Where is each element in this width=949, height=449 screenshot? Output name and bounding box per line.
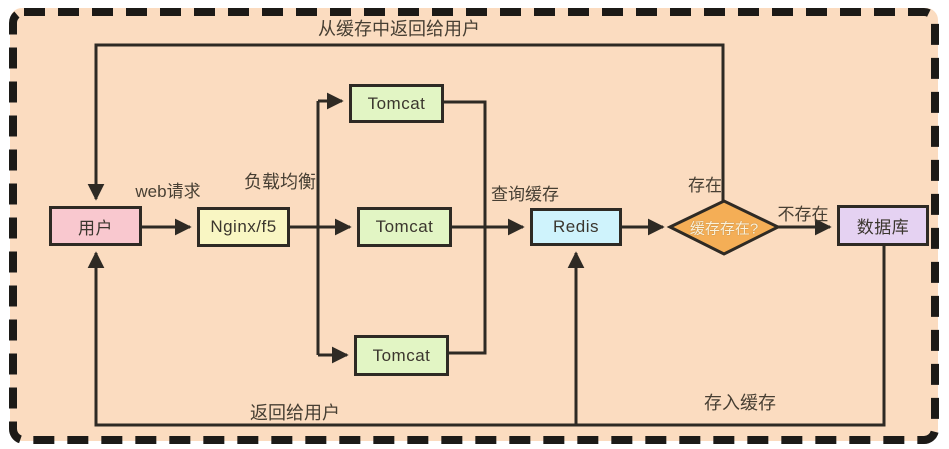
node-tomcat-bottom[interactable]: Tomcat	[354, 335, 449, 376]
node-tomcat-mid[interactable]: Tomcat	[357, 207, 452, 247]
node-nginx-label: Nginx/f5	[210, 217, 277, 236]
label-exists: 存在	[688, 176, 722, 195]
decision-diamond-label[interactable]: 缓存存在?	[689, 220, 759, 238]
diagram-background-panel	[10, 8, 938, 441]
node-user[interactable]: 用户	[49, 206, 142, 246]
label-not-exists: 不存在	[777, 205, 829, 224]
label-return-to-user: 返回给用户	[250, 403, 340, 423]
node-user-label: 用户	[78, 218, 113, 238]
node-tomcat-mid-label: Tomcat	[375, 217, 434, 236]
node-redis[interactable]: Redis	[530, 208, 622, 246]
node-database[interactable]: 数据库	[837, 205, 929, 246]
node-database-label: 数据库	[856, 218, 910, 237]
node-redis-label: Redis	[553, 217, 599, 236]
node-tomcat-top[interactable]: Tomcat	[349, 84, 444, 123]
label-query-cache: 查询缓存	[491, 185, 559, 204]
node-nginx[interactable]: Nginx/f5	[197, 207, 290, 247]
dashed-border	[9, 8, 939, 444]
node-tomcat-bottom-label: Tomcat	[372, 345, 431, 365]
label-return-from-cache: 从缓存中返回给用户	[318, 19, 480, 39]
edge-cache-return-to-user	[87, 43, 725, 201]
decision-diamond	[666, 199, 782, 256]
label-web-request: web请求	[135, 182, 201, 201]
label-store-cache: 存入缓存	[704, 393, 776, 413]
label-load-balance: 负载均衡	[244, 172, 316, 192]
node-tomcat-top-label: Tomcat	[367, 93, 426, 113]
edge-database-return-to-user	[87, 246, 886, 427]
